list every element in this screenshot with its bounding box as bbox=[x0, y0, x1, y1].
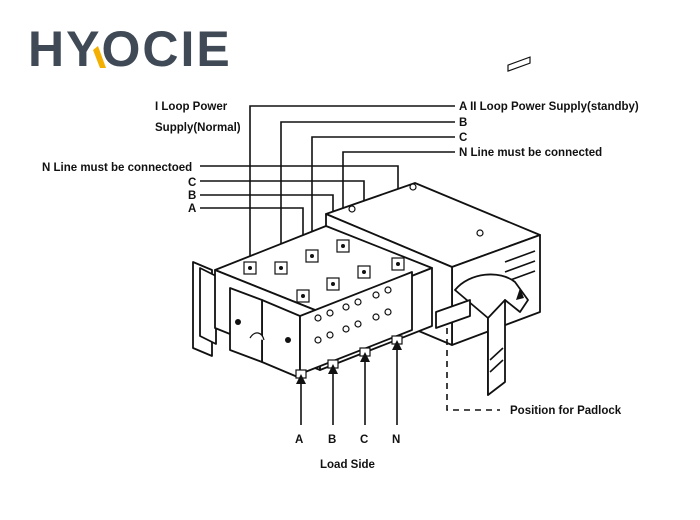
ats-switch-body bbox=[192, 56, 541, 396]
label-loop2-c: C bbox=[459, 132, 467, 144]
label-loop1-line1: I Loop Power bbox=[155, 101, 228, 113]
label-padlock: Position for Padlock bbox=[510, 405, 622, 417]
label-bottom-a: A bbox=[295, 434, 303, 446]
hyocie-logo: HYOCIE bbox=[28, 21, 232, 76]
logo-letter-c: C bbox=[142, 21, 180, 76]
label-left-b: B bbox=[188, 190, 196, 202]
load-side-arrows bbox=[296, 340, 402, 425]
logo-letter-h: H bbox=[28, 21, 66, 76]
label-loop1-line2: Supply(Normal) bbox=[155, 122, 241, 134]
label-loop2-b: B bbox=[459, 117, 467, 129]
label-load-side: Load Side bbox=[320, 459, 375, 471]
logo-letter-o: O bbox=[101, 21, 142, 76]
label-bottom-n: N bbox=[392, 434, 400, 446]
label-left-c: C bbox=[188, 177, 196, 189]
label-n-left: N Line must be connectoed bbox=[42, 162, 192, 174]
label-left-a: A bbox=[188, 203, 196, 215]
logo-letter-y: Y bbox=[66, 21, 101, 76]
logo-letter-i: I bbox=[180, 21, 196, 76]
label-loop2: A II Loop Power Supply(standby) bbox=[459, 101, 639, 113]
svg-text:HYOCIE: HYOCIE bbox=[28, 21, 232, 76]
logo-accent-mark bbox=[93, 46, 106, 68]
label-bottom-b: B bbox=[328, 434, 336, 446]
label-loop2-n: N Line must be connected bbox=[459, 147, 602, 159]
logo-letter-e: E bbox=[196, 21, 231, 76]
padlock-leader bbox=[446, 328, 500, 411]
label-bottom-c: C bbox=[360, 434, 368, 446]
